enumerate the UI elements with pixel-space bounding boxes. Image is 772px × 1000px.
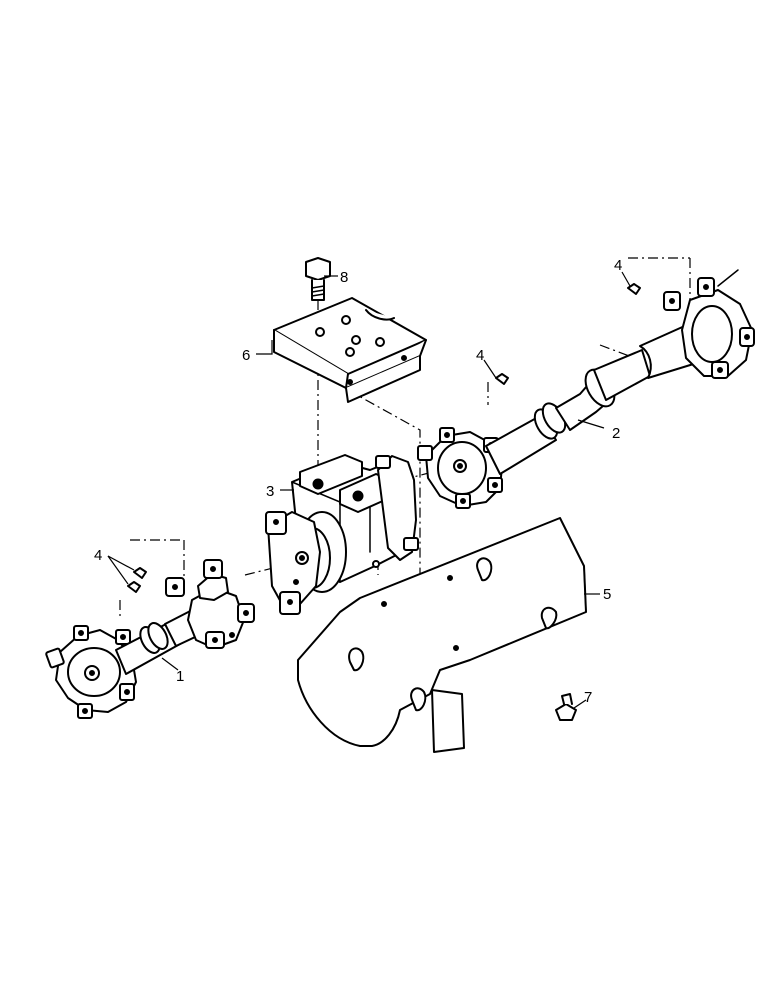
center-bearing-housing (265, 454, 419, 615)
callout-4-center: 4 (476, 347, 484, 364)
hex-bolt (305, 257, 331, 301)
callout-4-right: 4 (614, 257, 622, 274)
leader-lines (107, 271, 631, 709)
right-drive-shaft (417, 269, 755, 509)
callout-labels: 1 2 3 4 4 4 5 6 7 8 (94, 257, 622, 706)
callout-3: 3 (266, 483, 274, 500)
screws-4 (127, 283, 641, 593)
callout-6: 6 (242, 347, 250, 364)
callout-2: 2 (612, 425, 620, 442)
left-drive-shaft (45, 559, 255, 719)
callout-4-left: 4 (94, 547, 102, 564)
callout-1: 1 (176, 668, 184, 685)
callout-5: 5 (603, 586, 611, 603)
guard-plate (297, 517, 587, 753)
small-bolt-7 (555, 693, 577, 721)
callout-8: 8 (340, 269, 348, 286)
callout-7: 7 (584, 689, 592, 706)
mounting-bracket (273, 297, 427, 403)
